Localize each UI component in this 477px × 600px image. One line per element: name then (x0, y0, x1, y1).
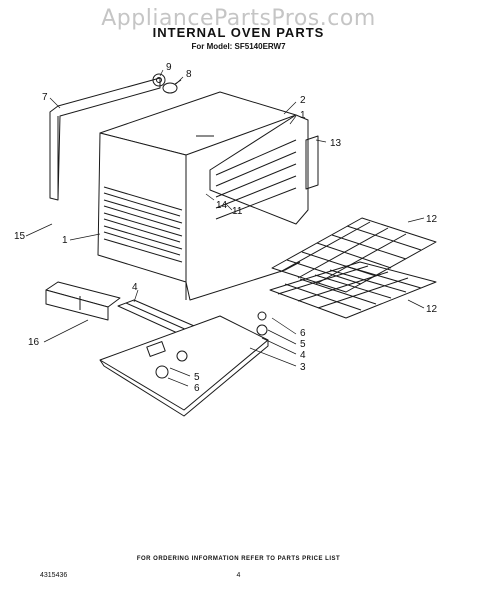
page-number: 4 (236, 572, 241, 579)
callout-3: 3 (300, 362, 306, 373)
part-oven-bottom (99, 315, 269, 417)
leader-lines (25, 69, 425, 387)
callout-1: 1 (300, 110, 306, 121)
ordering-note: FOR ORDERING INFORMATION REFER TO PARTS … (136, 556, 341, 562)
callout-14: 14 (216, 200, 228, 211)
callout-8: 8 (186, 69, 192, 80)
callout-12: 12 (426, 214, 438, 225)
callout-13: 13 (330, 138, 342, 149)
part-oven-cavity (97, 91, 309, 301)
page-title: INTERNAL OVEN PARTS (152, 25, 325, 40)
callout-9: 9 (166, 62, 172, 73)
part-rack-upper (271, 217, 437, 293)
part-front-panel (45, 281, 121, 321)
callout-5: 5 (300, 339, 306, 350)
callout-12b: 12 (426, 304, 438, 315)
callout-6: 6 (300, 328, 306, 339)
callout-16: 16 (28, 337, 40, 348)
part-rack-lower (269, 261, 437, 319)
watermark: AppliancePartsPros.com (101, 6, 376, 31)
part-spacers-right (256, 311, 268, 336)
part-back-frame (49, 77, 161, 201)
callout-2: 2 (300, 95, 306, 106)
part-side-trim (305, 135, 319, 190)
callout-4: 4 (132, 282, 138, 293)
callout-1b: 1 (62, 235, 68, 246)
callout-5b: 5 (194, 372, 200, 383)
model-subtitle: For Model: SF5140ERW7 (191, 42, 286, 51)
callout-6b: 6 (194, 383, 200, 394)
callout-11: 11 (232, 206, 243, 217)
callout-15: 15 (14, 231, 26, 242)
part-spacers-lower (155, 350, 188, 379)
callout-4b: 4 (300, 350, 306, 361)
document-code: 4315436 (40, 572, 68, 579)
callout-7: 7 (42, 92, 48, 103)
